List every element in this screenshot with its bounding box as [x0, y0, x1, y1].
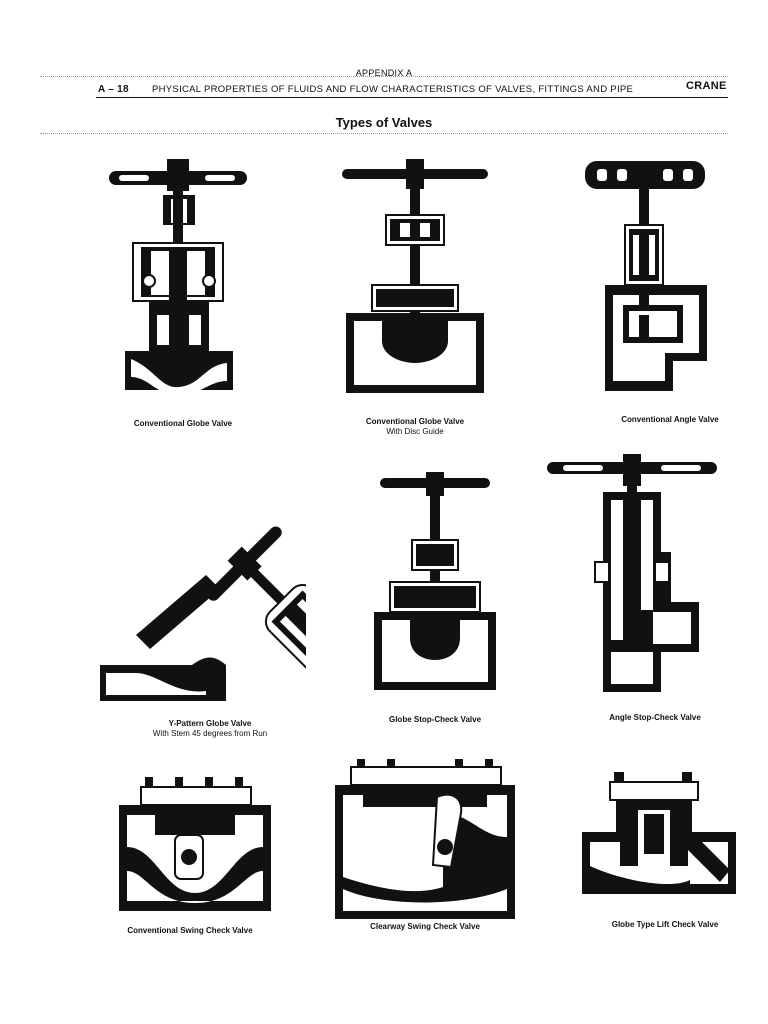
- globe-valve-disc-guide-icon: [342, 159, 488, 393]
- caption-lift-check-valve: Globe Type Lift Check Valve: [611, 920, 719, 929]
- angle-valve-icon: [585, 161, 707, 391]
- running-title: PHYSICAL PROPERTIES OF FLUIDS AND FLOW C…: [152, 84, 634, 95]
- caption-angle-stop-check-valve: Angle Stop-Check Valve: [609, 713, 701, 722]
- swing-check-valve-icon: [119, 777, 271, 911]
- globe-stop-check-valve-icon: [374, 472, 496, 690]
- caption-conventional-globe-valve: Conventional Globe Valve: [133, 419, 233, 428]
- header-rule-top: [40, 76, 728, 77]
- angle-stop-check-valve-icon: [547, 454, 717, 692]
- appendix-label: APPENDIX A: [355, 68, 413, 78]
- header-rule-dotted: [40, 133, 728, 134]
- header-rule: [96, 97, 728, 98]
- caption-globe-stop-check-valve: Globe Stop-Check Valve: [388, 715, 482, 724]
- clearway-swing-check-valve-icon: [335, 759, 515, 919]
- lift-check-valve-icon: [582, 772, 736, 894]
- y-pattern-globe-valve-icon: [100, 526, 306, 701]
- page-title: Types of Valves: [335, 115, 433, 130]
- globe-valve-icon: [109, 159, 247, 395]
- caption-swing-check-valve: Conventional Swing Check Valve: [127, 926, 253, 935]
- caption-clearway-swing-check-valve: Clearway Swing Check Valve: [370, 922, 480, 931]
- brand-name: CRANE: [686, 80, 727, 92]
- page-number: A – 18: [98, 84, 129, 95]
- caption-conventional-angle-valve: Conventional Angle Valve: [621, 415, 719, 424]
